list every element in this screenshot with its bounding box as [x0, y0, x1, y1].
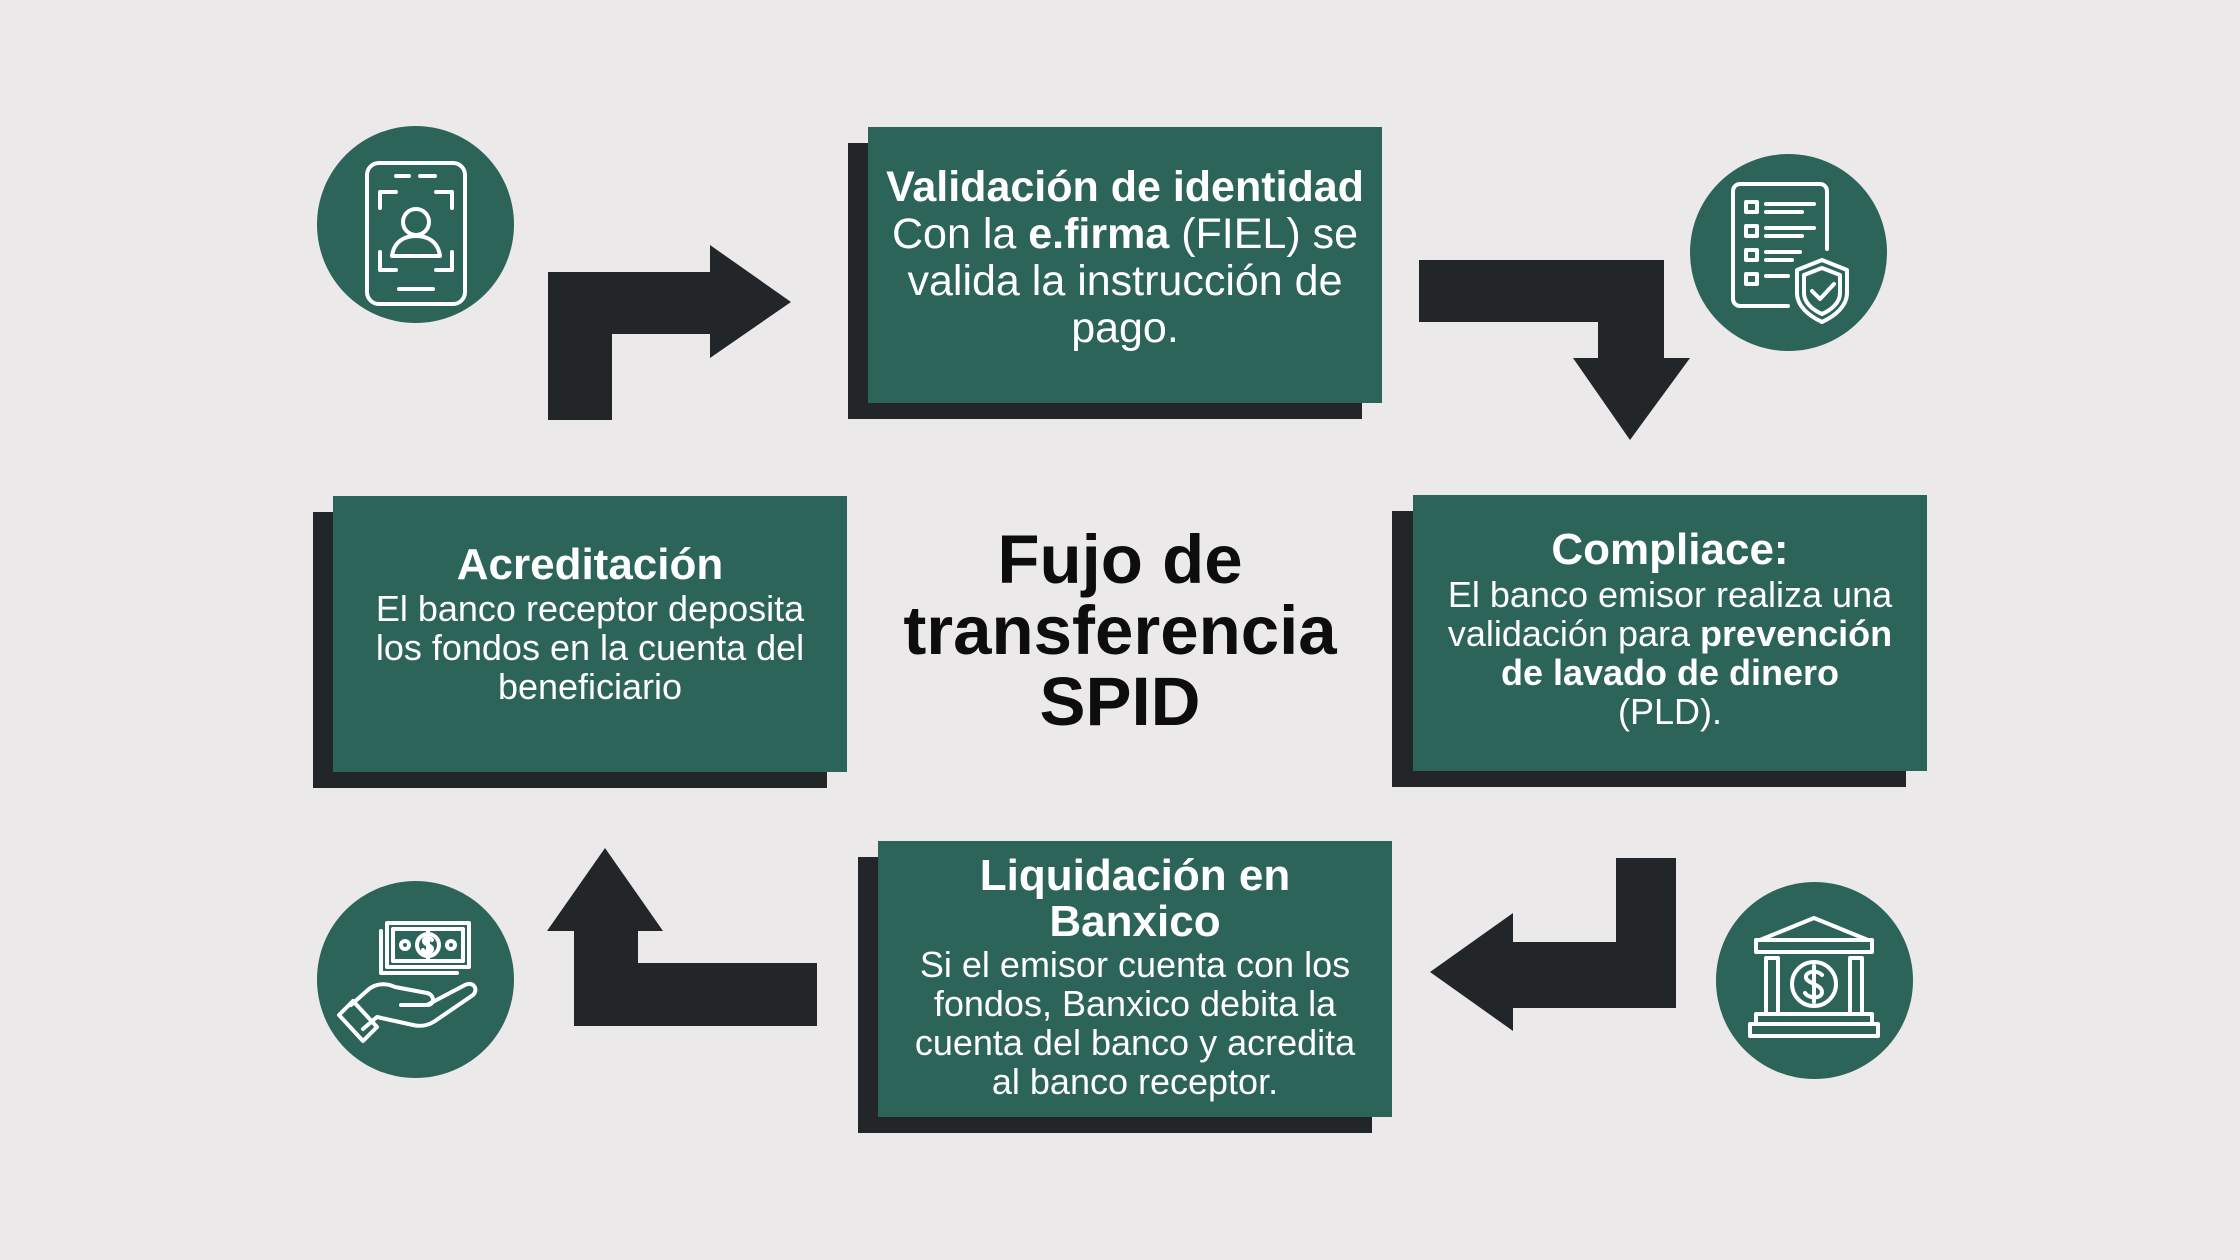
- step-compliance-card: Compliace: El banco emisor realiza una v…: [1392, 495, 1927, 787]
- step-description-line: Con la e.firma (FIEL) se: [891, 210, 1359, 258]
- bank-dollar-icon: [1716, 882, 1913, 1079]
- step-description-line: los fondos en la cuenta del: [375, 626, 805, 668]
- step-acreditacion-card: Acreditación El banco receptor deposita …: [313, 496, 847, 788]
- id-card-user-icon: [317, 126, 514, 323]
- document-checklist-shield-icon: [1690, 154, 1887, 351]
- step-description-line: Si el emisor cuenta con los: [919, 944, 1351, 985]
- step-description-line: cuenta del banco y acredita: [914, 1022, 1356, 1063]
- step-description-line: validación para prevención: [1447, 613, 1893, 654]
- step-description-line: El banco emisor realiza una: [1447, 574, 1893, 615]
- card-face: Compliace: El banco emisor realiza una v…: [1413, 495, 1927, 771]
- diagram-title: Fujo de transferencia SPID: [860, 524, 1380, 737]
- step-description-line: al banco receptor.: [991, 1061, 1279, 1102]
- step-description-line: (PLD).: [1617, 691, 1722, 732]
- step-description-line: valida la instrucción de: [907, 257, 1343, 305]
- card-face: Validación de identidad Con la e.firma (…: [868, 127, 1382, 403]
- diagram-title-line: transferencia: [903, 592, 1337, 669]
- efirma-bold: e.firma: [1028, 210, 1170, 258]
- step-description-line: pago.: [1071, 304, 1179, 352]
- step-title: Compliace:: [1551, 525, 1789, 574]
- step-title: Acreditación: [456, 539, 724, 589]
- step-liquidacion-card: Liquidación en Banxico Si el emisor cuen…: [858, 841, 1392, 1133]
- arrow-up-right: [548, 245, 791, 420]
- step-title: Validación de identidad: [886, 163, 1364, 211]
- step-description-line: de lavado de dinero: [1500, 652, 1840, 693]
- step-title: Liquidación en: [979, 851, 1291, 900]
- prevencion-bold: prevención: [1700, 613, 1893, 654]
- step-description-line: El banco receptor deposita: [375, 587, 805, 629]
- step-validacion-card: Validación de identidad Con la e.firma (…: [848, 127, 1382, 419]
- step-title: Banxico: [1049, 897, 1221, 946]
- diagram-title-line: Fujo de: [997, 521, 1243, 598]
- card-face: Liquidación en Banxico Si el emisor cuen…: [878, 841, 1392, 1117]
- card-face: Acreditación El banco receptor deposita …: [333, 496, 847, 772]
- step-description-line: fondos, Banxico debita la: [933, 983, 1337, 1024]
- step-description-line: beneficiario: [497, 665, 683, 707]
- arrow-left-down: [1430, 858, 1676, 1031]
- diagram-title-line: SPID: [1039, 663, 1201, 740]
- arrow-right-down: [1419, 260, 1690, 440]
- hand-money-icon: [317, 881, 514, 1078]
- arrow-left-up: [547, 848, 817, 1026]
